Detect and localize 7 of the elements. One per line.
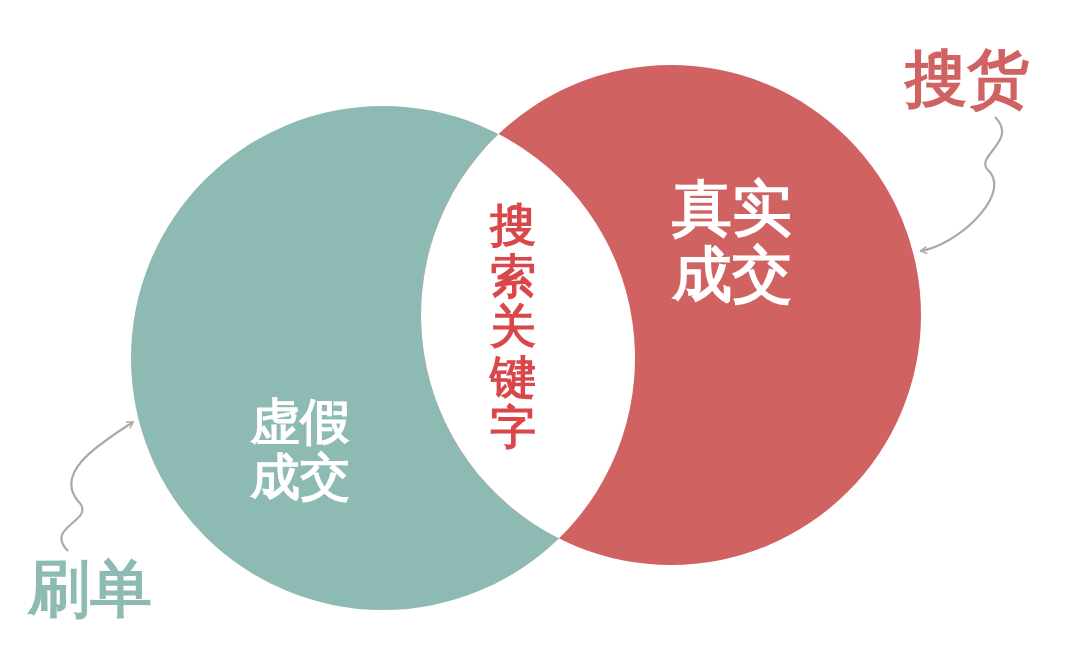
side-label: 刷单 bbox=[28, 555, 152, 624]
side-label: 搜货 bbox=[905, 45, 1029, 114]
circle-label: 虚假成交 bbox=[250, 395, 351, 505]
curved-arrow bbox=[919, 116, 1004, 254]
curved-arrow bbox=[60, 420, 134, 552]
overlap-label: 搜索关键字 bbox=[490, 200, 537, 453]
circle-label: 真实成交 bbox=[672, 175, 793, 307]
